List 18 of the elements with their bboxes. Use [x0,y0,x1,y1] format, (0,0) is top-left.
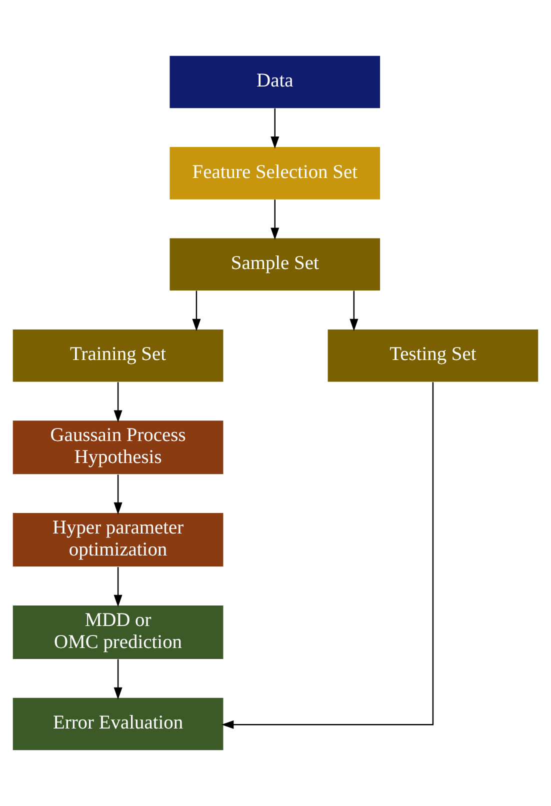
arrow [114,659,122,700]
node-box: Data [170,56,380,108]
node-box: MDD or OMC prediction [12,605,224,659]
arrow [270,200,280,240]
node-box: Hyper parameter optimization [12,513,224,567]
arrow [114,382,122,422]
arrow [192,290,201,332]
arrow [350,290,358,332]
arrow [270,108,280,149]
node-box: Sample Set [170,238,380,291]
node-box: Training Set [12,329,224,382]
node-box: Error Evaluation [12,698,224,750]
node-box: Gaussain Process Hypothesis [12,420,224,474]
arrow [114,474,122,515]
node-box: Testing Set [328,329,538,382]
arrow [114,567,122,607]
node-box: Feature Selection Set [170,147,380,200]
arrow [222,382,434,729]
